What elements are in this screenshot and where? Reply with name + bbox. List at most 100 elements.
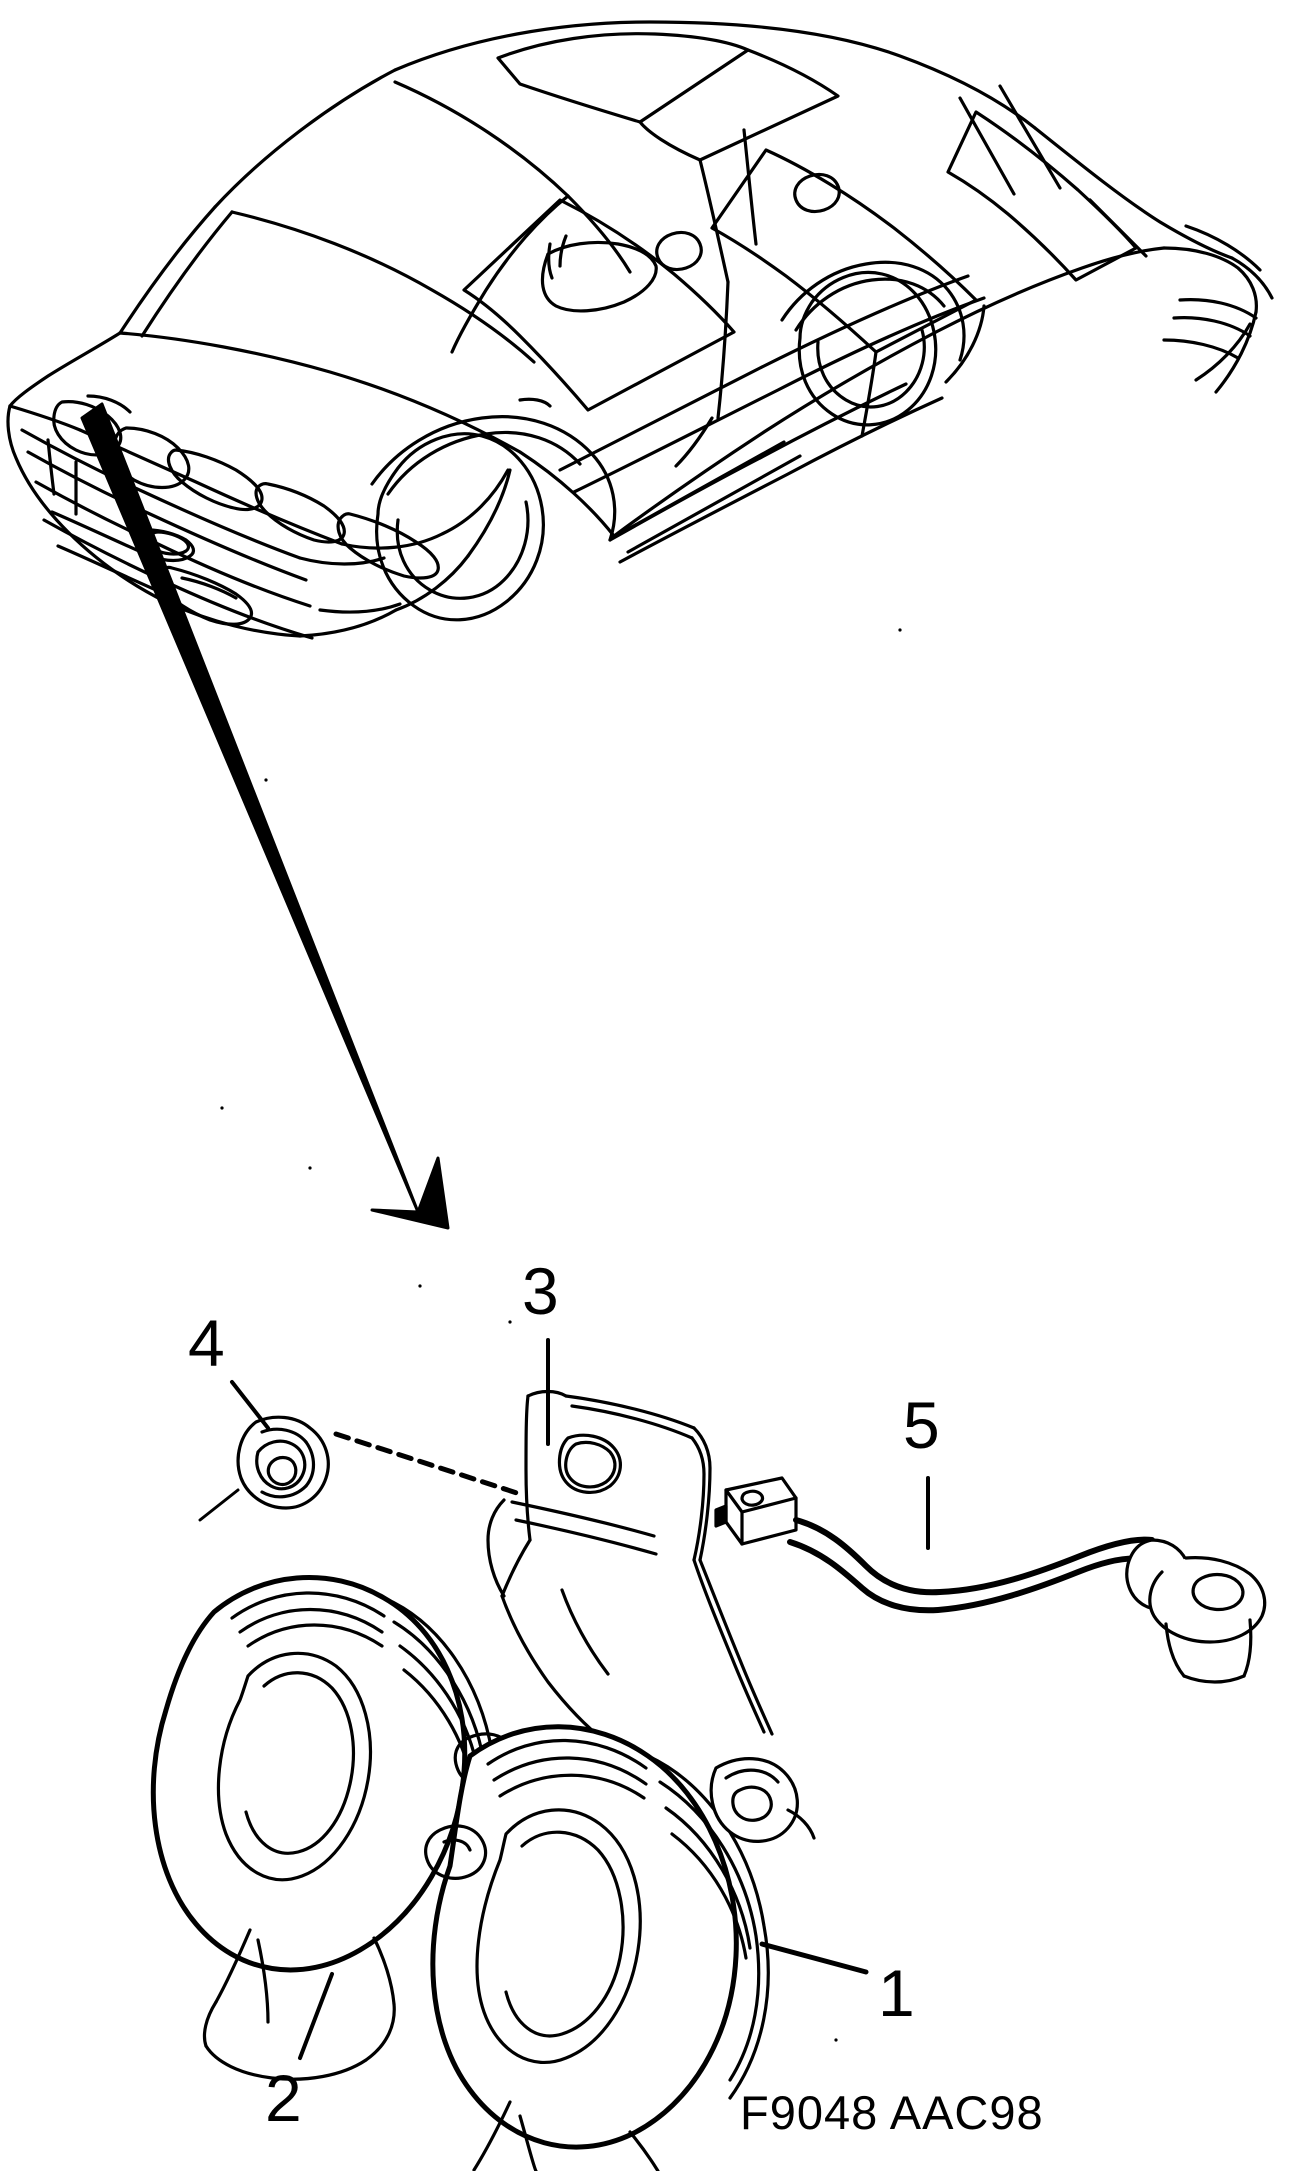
side-repeater: [518, 397, 552, 408]
horn1-body-line-2: [664, 1806, 752, 1950]
vehicle-illustration: [6, 20, 1274, 640]
fender-rear-lower: [466, 468, 512, 558]
rear-arch-trim: [944, 304, 986, 384]
nut-thread-inner: [255, 1439, 307, 1491]
moulding-lower: [626, 454, 802, 554]
horn1-foot-crease: [518, 2114, 538, 2171]
bracket-mounting-hole-inner: [564, 1440, 617, 1489]
grille-bottom-line: [26, 450, 308, 582]
hood-shut-line: [298, 556, 386, 566]
horn2-rim-line-2: [238, 1608, 384, 1634]
horn2-rim-line-1: [230, 1591, 386, 1620]
horn1-rim-line-1: [486, 1738, 648, 1770]
rear-lamp-upper: [1178, 298, 1258, 320]
windscreen-base: [230, 210, 536, 364]
figure-caption: F9048 AAC98: [740, 2086, 1044, 2139]
callout-2-leader: [298, 1972, 334, 2060]
rear-wheel-arch: [780, 260, 966, 362]
front-door-window: [462, 198, 736, 412]
moulding-upper: [610, 440, 786, 540]
a-pillar-outer: [118, 205, 217, 335]
rear-quarter-panel: [1162, 246, 1258, 314]
sill-lower: [618, 396, 944, 564]
horn1-body-outer: [646, 1754, 770, 2100]
assembly-dashed-line: [333, 1431, 523, 1497]
horn2-foot-left-lower: [202, 2000, 218, 2048]
harness-left-connector-pin: [740, 1489, 765, 1507]
horn2-outer-rim: [150, 1574, 468, 1973]
print-specks: [220, 628, 902, 2042]
horn2-foot-right-lower: [364, 2002, 396, 2062]
bracket-top-edge-inner: [570, 1404, 694, 1440]
rear-screen-lower: [1184, 224, 1262, 272]
callout-number-4: 4: [188, 1306, 225, 1380]
hood-left-sweep: [8, 331, 122, 408]
fog-lamp-inner: [180, 576, 238, 600]
bracket-web-right-inner: [692, 1558, 766, 1734]
bracket-left-arm: [486, 1498, 506, 1598]
rear-door-window: [710, 148, 978, 354]
nut-facet-2: [304, 1440, 316, 1488]
a-pillar-trim: [450, 194, 570, 354]
beltline-rear: [934, 246, 1166, 334]
callout-number-5: 5: [903, 1388, 940, 1462]
roof-left-edge: [213, 68, 397, 209]
horn2-foot-bottom: [204, 2044, 368, 2081]
nut-facet-3: [260, 1484, 308, 1499]
bracket-mounting-hole-outer: [557, 1433, 622, 1494]
nut-thread-hole: [266, 1455, 298, 1487]
grille-slat-1: [166, 448, 264, 512]
c-pillar: [958, 96, 1016, 196]
mirror-stalk-inner: [558, 234, 568, 268]
grille-slat-2: [254, 482, 346, 544]
front-wheel: [375, 432, 545, 622]
horn2-foot-right: [372, 1936, 396, 2006]
nut-stud-line: [198, 1488, 240, 1522]
callout-4-leader: [230, 1380, 270, 1430]
bracket-left-edge: [524, 1394, 532, 1542]
beltline-front: [612, 330, 938, 538]
grille-top-line: [20, 428, 302, 560]
sunroof-panel: [496, 32, 750, 124]
mirror-stalk: [547, 242, 554, 280]
harness-left-connector-body: [724, 1476, 798, 1546]
bracket-web-left: [500, 1538, 532, 1598]
c-pillar-inner: [998, 84, 1062, 190]
rear-bumper-top: [1214, 310, 1258, 394]
bracket-lower-taper-left: [500, 1594, 608, 1744]
front-fender-lower: [394, 554, 470, 612]
horn1-terminal-top: [724, 1768, 780, 1784]
rear-wheel-arch-inner: [794, 277, 946, 332]
horn2-inner-dome: [216, 1651, 372, 1882]
side-mirror: [540, 240, 658, 313]
harness-wire-upper: [793, 1517, 1155, 1596]
harness-right-connector-slot: [1191, 1572, 1245, 1612]
harness-wire-lower: [787, 1539, 1151, 1614]
bracket-web-right-outer: [698, 1558, 774, 1736]
horn1-foot-left: [472, 2100, 512, 2171]
a-pillar-inner: [140, 210, 234, 338]
arrow-shaft-and-head: [80, 402, 450, 1230]
rear-lamp-lower: [1172, 316, 1252, 338]
sunroof-panel-rear: [638, 48, 840, 162]
harness-right-tail-left: [1164, 1622, 1186, 1678]
bracket-shelf-upper: [510, 1500, 656, 1538]
rear-hatch-edge: [1230, 256, 1274, 300]
horn1-inner-dome-highlight: [504, 1830, 625, 2038]
body-crease-lower: [572, 296, 986, 494]
harness-right-tail-bottom: [1182, 1674, 1246, 1684]
front-door-handle: [655, 230, 703, 272]
rear-door-handle: [793, 172, 841, 214]
cowl-line: [118, 331, 522, 454]
windscreen-lower: [393, 80, 632, 274]
part-4-hex-nut: [198, 1380, 330, 1522]
part-3-mounting-bracket: [486, 1338, 774, 1744]
harness-right-tail-right: [1242, 1618, 1253, 1678]
headlamp-left-top: [86, 394, 132, 414]
nut-facet-1: [260, 1427, 308, 1444]
callout-number-3: 3: [522, 1254, 559, 1328]
roof-rear-edge: [1033, 126, 1234, 260]
horn2-rim-line-3: [246, 1623, 384, 1648]
